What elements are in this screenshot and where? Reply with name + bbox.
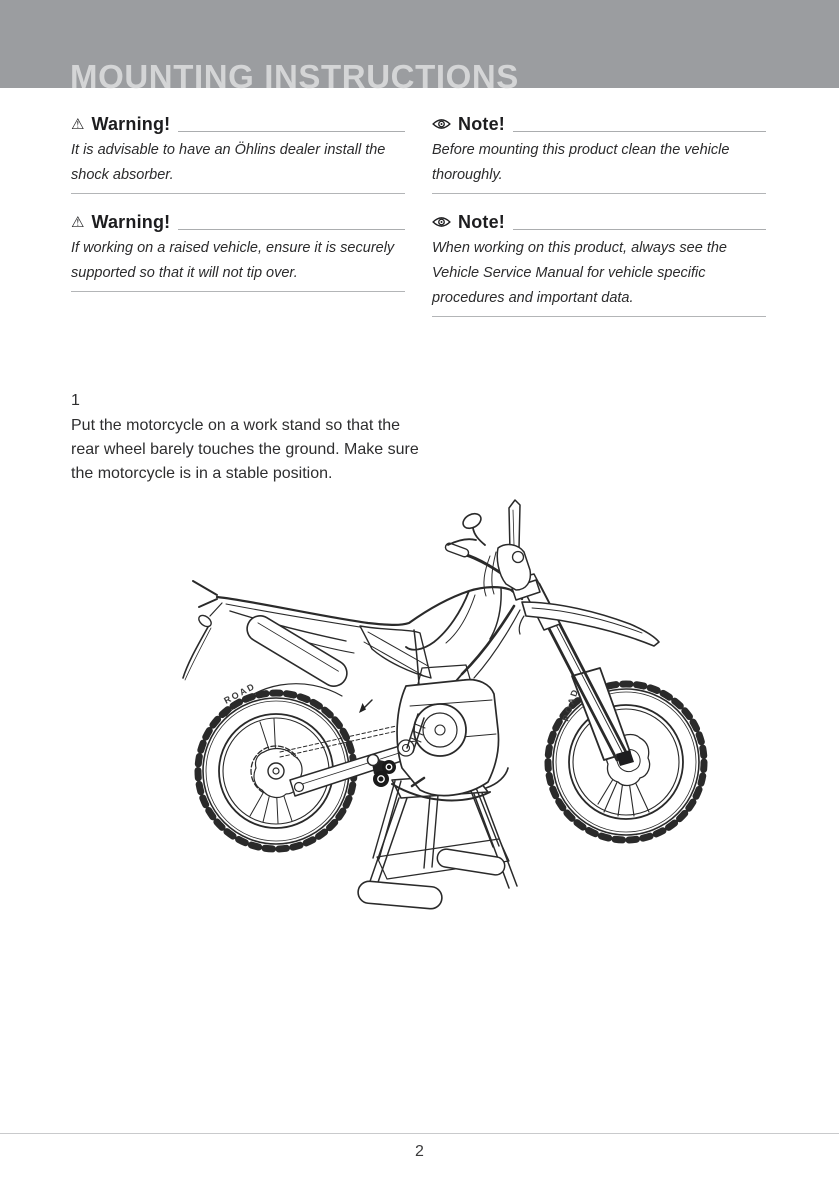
eye-icon bbox=[432, 216, 451, 228]
notice-title: Note! bbox=[458, 114, 505, 134]
warning-block-1: ⚠ Warning! It is advisable to have an Öh… bbox=[71, 113, 405, 194]
front-end bbox=[444, 499, 660, 766]
notice-body: It is advisable to have an Öhlins dealer… bbox=[71, 138, 405, 194]
notice-body: Before mounting this product clean the v… bbox=[432, 138, 766, 194]
step-number: 1 bbox=[71, 392, 80, 409]
notice-heading: ⚠ Warning! bbox=[71, 211, 405, 233]
warning-block-2: ⚠ Warning! If working on a raised vehicl… bbox=[71, 211, 405, 292]
notice-title: Warning! bbox=[91, 114, 171, 134]
notice-body: If working on a raised vehicle, ensure i… bbox=[71, 236, 405, 292]
step-1: 1 Put the motorcycle on a work stand so … bbox=[71, 390, 425, 486]
page-number: 2 bbox=[415, 1143, 424, 1160]
notice-title: Note! bbox=[458, 212, 505, 232]
heading-rule bbox=[178, 229, 405, 230]
motorcycle-figure: ROAD ROAD bbox=[168, 490, 728, 920]
note-block-1: Note! Before mounting this product clean… bbox=[432, 113, 766, 194]
notice-heading: ⚠ Warning! bbox=[71, 113, 405, 135]
rear-wheel bbox=[194, 683, 358, 853]
mirror bbox=[462, 512, 482, 530]
notice-column-left: ⚠ Warning! It is advisable to have an Öh… bbox=[71, 113, 405, 309]
warning-triangle-icon: ⚠ bbox=[71, 212, 85, 231]
engine bbox=[391, 604, 521, 802]
page-title: MOUNTING INSTRUCTIONS bbox=[70, 58, 519, 95]
notice-heading: Note! bbox=[432, 113, 766, 135]
note-block-2: Note! When working on this product, alwa… bbox=[432, 211, 766, 317]
header-bar bbox=[0, 0, 839, 88]
callout-arrow bbox=[359, 699, 373, 713]
step-text: Put the motorcycle on a work stand so th… bbox=[71, 417, 419, 482]
notice-title: Warning! bbox=[91, 212, 171, 232]
heading-rule bbox=[178, 131, 405, 132]
footer-rule bbox=[0, 1133, 839, 1134]
notice-heading: Note! bbox=[432, 211, 766, 233]
notice-body: When working on this product, always see… bbox=[432, 236, 766, 317]
eye-icon bbox=[432, 118, 451, 130]
heading-rule bbox=[513, 229, 766, 230]
notice-column-right: Note! Before mounting this product clean… bbox=[432, 113, 766, 334]
bodywork bbox=[182, 580, 524, 741]
swingarm bbox=[279, 721, 427, 797]
shock-linkage bbox=[366, 713, 426, 787]
warning-triangle-icon: ⚠ bbox=[71, 114, 85, 133]
motorcycle-line-art: ROAD ROAD bbox=[182, 499, 708, 910]
heading-rule bbox=[513, 131, 766, 132]
